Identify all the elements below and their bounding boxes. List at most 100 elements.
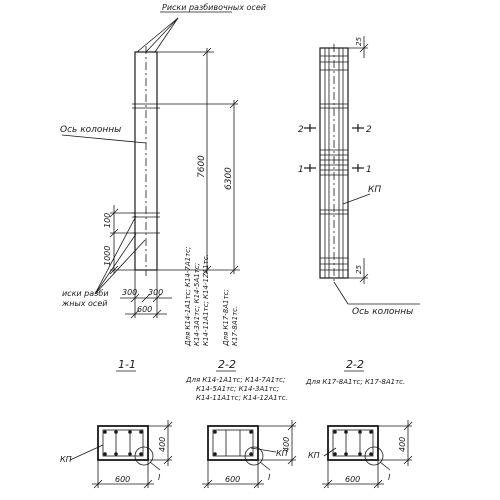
section-note-2a-3: К14-11А1тс; К14-12А1тс.: [196, 394, 288, 402]
leader-kp: [323, 447, 337, 457]
rebar: [213, 430, 217, 434]
detail-mark-1: I: [158, 473, 161, 482]
dim-1000: 1000: [103, 246, 112, 266]
note-left-3: К14-11А1тс; К14-12А1тс.: [202, 254, 210, 346]
tick: [373, 479, 383, 489]
rebar: [369, 430, 373, 434]
detail-circle: [244, 446, 264, 466]
section-note-2b: Для К17-8А1тс; К17-8А1тс.: [305, 378, 405, 386]
section-mark-1-right: 1: [366, 165, 372, 175]
leader-bottom-3: [94, 239, 146, 295]
tick: [202, 47, 212, 57]
leader-kp: [250, 447, 277, 453]
section-titles: 1-1 2-2 2-2 Для К14-1А1тс; К14-7А1тс; К1…: [116, 358, 405, 402]
detail-leader: [149, 461, 161, 471]
dim-width-1: 600: [115, 475, 130, 484]
rebar: [103, 430, 107, 434]
section-stirrup: [212, 429, 254, 457]
rebar: [114, 430, 118, 434]
rebar: [128, 452, 132, 456]
section-note-2a-1: Для К14-1А1тс; К14-7А1тс;: [185, 376, 285, 384]
rebar: [128, 430, 132, 434]
rebar: [369, 452, 373, 456]
label-marks-bottom-2: жных осей: [61, 299, 107, 308]
tick: [152, 293, 162, 303]
tick: [143, 479, 153, 489]
section-1-1: I КП 600 400: [60, 420, 173, 489]
tick: [130, 309, 140, 319]
tick: [287, 455, 297, 465]
rebar: [333, 430, 337, 434]
detail-mark-2: I: [268, 473, 271, 482]
section-mark-2-right: 2: [366, 125, 372, 135]
tick: [130, 293, 140, 303]
note-left-2: К14-3А1тс; К14-5А1тс;: [193, 263, 201, 346]
note-left-1: Для К14-1А1тс; К14-7А1тс;: [184, 247, 192, 347]
label-kp-1: КП: [60, 455, 72, 464]
detail-mark-3: I: [388, 473, 391, 482]
rebar: [213, 452, 217, 456]
section-mark-2-left: 2: [298, 125, 304, 135]
label-kp-3: КП: [308, 451, 320, 460]
dim-300-left: 300: [122, 288, 137, 297]
detail-circle: [134, 446, 154, 466]
leader-bottom-1: [94, 215, 137, 295]
note-right-2: К17-8А1тс.: [231, 306, 239, 346]
label-kp-2: КП: [276, 449, 288, 458]
leader-cage-axis: [333, 281, 349, 305]
leader-top-1: [136, 17, 179, 53]
label-marks-top: Риски разбивочных осей: [162, 3, 266, 12]
rebar: [344, 430, 348, 434]
dim-height-2: 400: [282, 437, 291, 452]
rebar: [358, 452, 362, 456]
leader-bottom-2: [94, 233, 137, 295]
tick: [152, 309, 162, 319]
label-marks-bottom-1: иски разби: [62, 289, 109, 298]
label-column-axis: Ось колонны: [60, 125, 121, 135]
tick: [163, 421, 173, 431]
detail-leader: [379, 461, 391, 471]
tick: [253, 479, 263, 489]
section-2-2-a: I КП 600 400: [202, 420, 297, 489]
tick: [202, 265, 212, 275]
detail-leader: [259, 461, 271, 471]
dim-width: 600: [137, 305, 152, 314]
tick: [203, 479, 213, 489]
section-stirrup: [332, 429, 374, 457]
section-title-2b: 2-2: [346, 358, 364, 371]
tick: [229, 265, 239, 275]
section-title-1: 1-1: [118, 358, 136, 371]
dim-cage-bottom: 25: [355, 265, 363, 274]
dim-300-right: 300: [148, 288, 163, 297]
leader-kp: [69, 444, 104, 461]
tick: [141, 293, 151, 303]
dim-height-3: 400: [398, 437, 407, 452]
tick: [109, 265, 119, 275]
rebar: [103, 452, 107, 456]
section-outline: [97, 425, 149, 461]
rebar: [344, 452, 348, 456]
section-note-2a-2: К14-5А1тс; К14-3А1тс;: [196, 385, 279, 393]
rebar: [139, 430, 143, 434]
tick: [93, 479, 103, 489]
leader-column-axis: [61, 134, 147, 144]
column-elevation: Риски разбивочных осей Ось колонны иски …: [60, 3, 266, 347]
tick: [403, 421, 413, 431]
tick: [323, 479, 333, 489]
rebar: [249, 430, 253, 434]
section-mark-1-left: 1: [298, 165, 304, 175]
dim-cage-top: 25: [355, 37, 363, 46]
dim-height-1: 400: [158, 437, 167, 452]
section-outline: [207, 425, 259, 461]
section-2-2-b: I КП 600 400: [308, 420, 413, 489]
section-stirrup: [102, 429, 144, 457]
detail-circle: [364, 446, 384, 466]
label-kp: КП: [368, 185, 381, 195]
tick: [163, 455, 173, 465]
dim-width-3: 600: [345, 475, 360, 484]
tick: [359, 273, 369, 283]
tick: [109, 208, 119, 218]
tick: [287, 421, 297, 431]
tick: [229, 99, 239, 109]
